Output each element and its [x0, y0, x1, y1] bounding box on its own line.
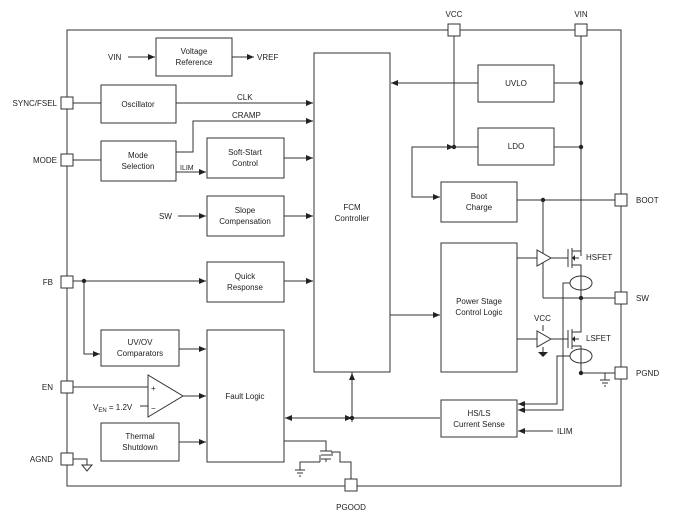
pin-fb-label: FB: [43, 278, 53, 287]
fcm-controller-block: FCM Controller: [313, 52, 391, 373]
quick-response-block: Quick Response: [206, 261, 285, 303]
pin-vin: VIN: [574, 10, 588, 37]
pgood-path: [284, 440, 352, 479]
slope-compensation-line1: Slope: [235, 206, 256, 215]
fb-path: [73, 278, 313, 357]
slope-compensation-block: Slope Compensation: [206, 195, 285, 237]
voltage-reference-line1: Voltage: [181, 47, 208, 56]
uvov-comparators-block: UV/OV Comparators: [100, 329, 180, 367]
ven-label: VEN = 1.2V: [93, 403, 133, 414]
pin-mode: MODE: [33, 153, 74, 167]
ldo-label: LDO: [508, 142, 524, 151]
pin-agnd-label: AGND: [30, 455, 53, 464]
fcm-controller-line2: Controller: [335, 214, 370, 223]
pin-en-label: EN: [42, 383, 53, 392]
slope-compensation-line2: Compensation: [219, 217, 271, 226]
vcc-rail: [391, 36, 478, 200]
vcc-inner-label: VCC: [534, 314, 551, 323]
pin-vin-label: VIN: [574, 10, 588, 19]
comparator-minus: −: [151, 404, 156, 413]
pin-sync-fsel: SYNC/FSEL: [13, 96, 74, 110]
pgnd-node: [578, 370, 615, 387]
pin-pgnd: PGND: [614, 366, 659, 380]
thermal-shutdown-block: Thermal Shutdown: [100, 422, 180, 462]
hsfet-transistor: HSFET: [567, 248, 612, 298]
soft-start-line2: Control: [232, 159, 258, 168]
fault-bus: [285, 372, 440, 422]
pin-sw: SW: [614, 291, 649, 305]
pin-pgood: PGOOD: [336, 478, 366, 512]
oscillator-label: Oscillator: [121, 100, 155, 109]
lsfet-label: LSFET: [586, 334, 611, 343]
vin-rail: [554, 36, 584, 256]
pin-vcc-label: VCC: [446, 10, 463, 19]
mode-path: CRAMP ILIM: [73, 111, 313, 175]
quick-response-line2: Response: [227, 283, 264, 292]
boot-charge-line1: Boot: [471, 192, 488, 201]
fault-logic-label: Fault Logic: [225, 392, 264, 401]
uvov-comparators-line1: UV/OV: [128, 338, 154, 347]
ilim-left-label: ILIM: [180, 165, 194, 172]
mode-selection-line1: Mode: [128, 151, 149, 160]
ic-outline: [66, 29, 622, 487]
thermal-shutdown-line2: Shutdown: [122, 443, 158, 452]
pin-agnd: AGND: [30, 452, 74, 466]
vin-signal-label: VIN: [108, 53, 122, 62]
pin-sw-label: SW: [636, 294, 649, 303]
en-comparator: + − VEN = 1.2V: [73, 374, 206, 418]
boot-charge-block: Boot Charge: [440, 181, 518, 223]
current-sense-line2: Current Sense: [453, 420, 505, 429]
pin-boot-label: BOOT: [636, 196, 659, 205]
quick-response-line1: Quick: [235, 272, 256, 281]
voltage-reference-block: Voltage Reference: [155, 37, 233, 77]
pin-en: EN: [42, 380, 74, 394]
boot-charge-line2: Charge: [466, 203, 493, 212]
pin-boot: BOOT: [614, 193, 659, 207]
sw-node: [543, 295, 615, 330]
hsfet-driver: [517, 249, 568, 267]
pin-pgnd-label: PGND: [636, 369, 659, 378]
cramp-label: CRAMP: [232, 111, 261, 120]
ilim-right-label: ILIM: [557, 427, 573, 436]
pin-fb: FB: [43, 275, 74, 289]
mode-selection-block: Mode Selection: [100, 140, 177, 182]
hsfet-label: HSFET: [586, 253, 612, 262]
thermal-shutdown-line1: Thermal: [125, 432, 155, 441]
pin-pgood-label: PGOOD: [336, 503, 366, 512]
pin-mode-label: MODE: [33, 156, 57, 165]
power-stage-control-block: Power Stage Control Logic: [440, 242, 518, 373]
fcm-controller-line1: FCM: [343, 203, 361, 212]
comparator-plus: +: [151, 384, 156, 393]
clk-label: CLK: [237, 93, 253, 102]
uvov-comparators-line2: Comparators: [117, 349, 163, 358]
fault-logic-block: Fault Logic: [206, 329, 285, 463]
soft-start-block: Soft-Start Control: [206, 137, 285, 179]
sw-signal-label: SW: [159, 212, 172, 221]
current-sense-feedback: ILIM: [518, 282, 573, 436]
vref-signal-label: VREF: [257, 53, 278, 62]
current-sense-block: HS/LS Current Sense: [440, 399, 518, 438]
lsfet-driver: VCC: [517, 314, 568, 357]
pin-sync-fsel-label: SYNC/FSEL: [13, 99, 58, 108]
pin-vcc: VCC: [446, 10, 463, 37]
vref-path: VIN VREF: [108, 53, 278, 62]
mode-selection-line2: Selection: [122, 162, 155, 171]
clk-path: CLK: [73, 93, 313, 106]
agnd-ground-icon: [73, 458, 94, 472]
oscillator-block: Oscillator: [100, 84, 177, 124]
soft-start-line1: Soft-Start: [228, 148, 263, 157]
power-stage-line1: Power Stage: [456, 297, 502, 306]
lsfet-transistor: LSFET: [567, 329, 611, 373]
uvlo-block: UVLO: [477, 64, 555, 103]
current-sense-line1: HS/LS: [467, 409, 490, 418]
ldo-block: LDO: [477, 127, 555, 166]
uvlo-label: UVLO: [505, 79, 527, 88]
boot-path: [517, 197, 615, 298]
voltage-reference-line2: Reference: [176, 58, 213, 67]
slope-path: SW: [159, 212, 313, 221]
power-stage-line2: Control Logic: [455, 308, 502, 317]
